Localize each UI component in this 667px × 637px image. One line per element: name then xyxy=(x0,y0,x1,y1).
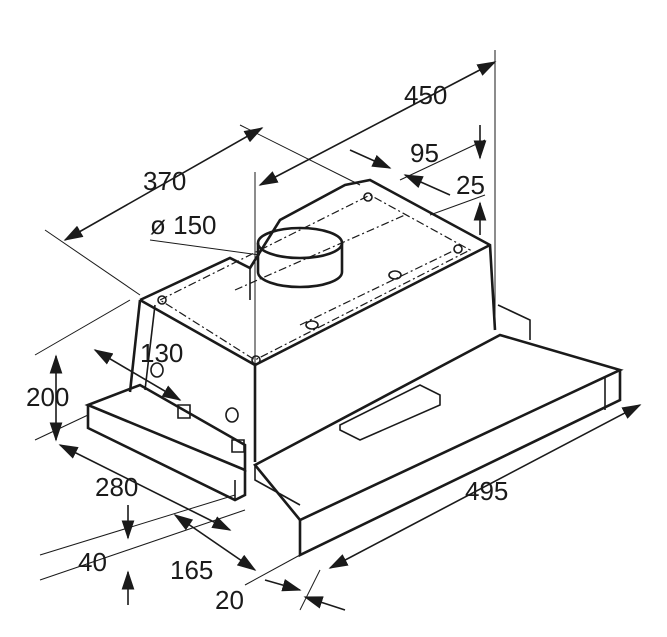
dim-width-top: 450 xyxy=(404,80,447,110)
dim-drawer-depth: 165 xyxy=(170,555,213,585)
dim-extended-width: 495 xyxy=(465,476,508,506)
dimension-lines xyxy=(34,50,642,611)
dim-base-depth: 280 xyxy=(95,472,138,502)
dim-duct-diameter: ø 150 xyxy=(150,210,217,240)
telescopic-drawer xyxy=(252,304,624,558)
dim-height: 200 xyxy=(26,382,69,412)
dim-base-height: 40 xyxy=(78,547,107,577)
dim-duct-offset: 95 xyxy=(410,138,439,168)
dim-rear-offset: 130 xyxy=(140,338,183,368)
exhaust-collar xyxy=(256,226,344,289)
dim-duct-depth: 25 xyxy=(456,170,485,200)
dim-depth: 370 xyxy=(143,166,186,196)
dim-drawer-front: 20 xyxy=(215,585,244,615)
